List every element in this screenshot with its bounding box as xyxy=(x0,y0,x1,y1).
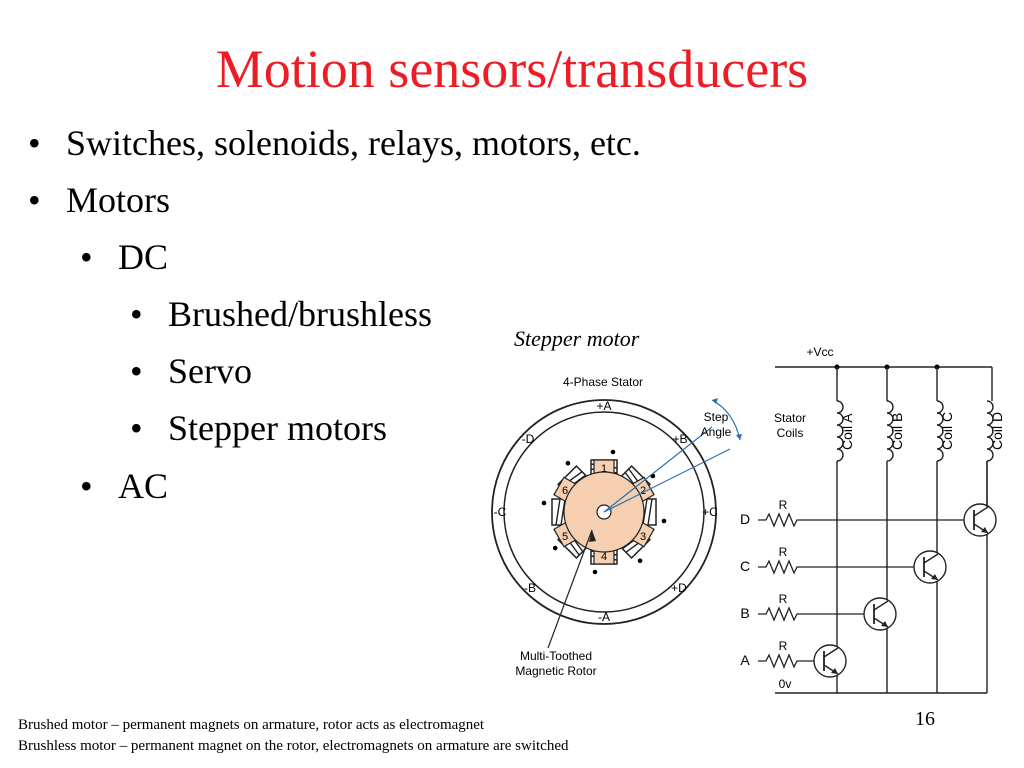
step-angle-label: Angle xyxy=(701,425,732,439)
slide-title: Motion sensors/transducers xyxy=(215,39,809,99)
pole-label: -A xyxy=(598,610,610,624)
pole-label: -C xyxy=(494,505,507,519)
bullet-text: Switches, solenoids, relays, motors, etc… xyxy=(66,123,641,163)
coil-label: Coil D xyxy=(989,412,1005,450)
bullet-marker: • xyxy=(28,123,41,163)
stator-coils-label: Coils xyxy=(777,426,804,440)
figure-caption: Stepper motor xyxy=(514,326,640,351)
page-number: 16 xyxy=(915,708,935,730)
stepper-stator-diagram: 4-Phase Stator 1 2 3 4 5 6 +A +B +C +D -… xyxy=(491,375,742,678)
footnotes: Brushed motor – permanent magnets on arm… xyxy=(18,715,568,757)
tooth-number: 4 xyxy=(601,551,607,563)
coil-label: Coil C xyxy=(939,412,955,450)
pole-label: +D xyxy=(671,581,687,595)
pole-label: +A xyxy=(596,399,611,413)
pole-label: -B xyxy=(524,581,536,595)
tooth-number: 3 xyxy=(640,531,646,543)
bullet-marker: • xyxy=(80,466,93,506)
stator-outer-ring xyxy=(491,399,717,625)
coil-branch xyxy=(884,364,894,693)
stator-inner-ring xyxy=(503,411,705,613)
driver-circuit-diagram: +Vcc Stator Coils Coil A Coil B Coil C C… xyxy=(740,345,1005,694)
resistor-label: R xyxy=(779,592,788,606)
input-label: B xyxy=(740,605,749,621)
tooth-number: 6 xyxy=(562,485,568,497)
step-angle-label: Step xyxy=(704,410,729,424)
footnote-line: Brushless motor – permanent magnet on th… xyxy=(18,738,569,754)
bullet-text: Servo xyxy=(168,351,252,391)
bullet-text: Brushed/brushless xyxy=(168,294,432,334)
bullet-marker: • xyxy=(130,351,143,391)
input-label: D xyxy=(740,511,750,527)
step-angle-indicator xyxy=(603,398,742,513)
bullet-marker: • xyxy=(130,294,143,334)
input-row: D R xyxy=(740,461,997,537)
footnote-line: Brushed motor – permanent magnets on arm… xyxy=(18,717,485,733)
pole-label: +B xyxy=(672,432,687,446)
bullet-text: Motors xyxy=(66,180,171,220)
bullet-marker: • xyxy=(28,180,41,220)
tooth-number: 5 xyxy=(562,531,568,543)
pole-label: +C xyxy=(702,505,718,519)
input-row: A R xyxy=(740,639,847,678)
rotor-pointer-arrowhead xyxy=(589,530,596,542)
vcc-label: +Vcc xyxy=(806,345,833,359)
rotor-pointer-line xyxy=(547,529,593,649)
input-label: A xyxy=(740,652,750,668)
ground-label: 0v xyxy=(779,677,792,691)
tooth-number: 2 xyxy=(640,485,646,497)
stator-title: 4-Phase Stator xyxy=(563,375,643,389)
coil-label: Coil B xyxy=(889,413,905,450)
bullet-text: DC xyxy=(118,237,169,277)
bullet-marker: • xyxy=(80,237,93,277)
resistor-label: R xyxy=(779,639,788,653)
rotor-label: Multi-Toothed xyxy=(520,649,592,663)
bullet-marker: • xyxy=(130,408,143,448)
rotor-label: Magnetic Rotor xyxy=(515,664,596,678)
coil-label: Coil A xyxy=(839,413,855,450)
input-label: C xyxy=(740,558,750,574)
bullet-text: AC xyxy=(118,466,169,506)
resistor-label: R xyxy=(779,498,788,512)
bullet-text: Stepper motors xyxy=(168,408,387,448)
pole-label: -D xyxy=(522,432,535,446)
input-row: C R xyxy=(740,545,947,584)
tooth-number: 1 xyxy=(601,463,607,475)
stator-coils-label: Stator xyxy=(774,411,806,425)
resistor-label: R xyxy=(779,545,788,559)
input-row: B R xyxy=(740,592,897,631)
